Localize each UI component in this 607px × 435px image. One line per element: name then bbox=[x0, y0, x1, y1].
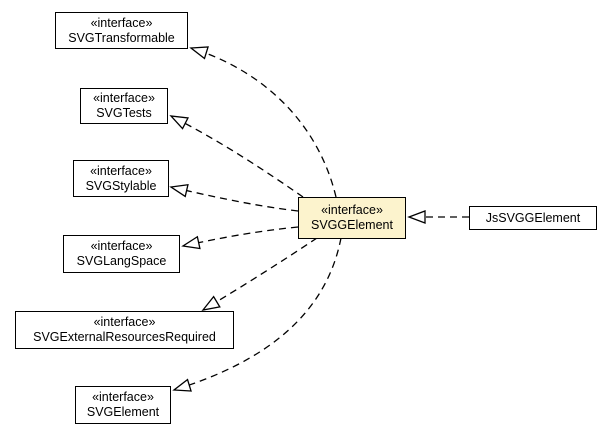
node-name: JsSVGGElement bbox=[485, 210, 581, 225]
node-svgtransformable[interactable]: «interface» SVGTransformable bbox=[55, 12, 188, 49]
node-stereotype: «interface» bbox=[321, 203, 383, 217]
node-svglangspace[interactable]: «interface» SVGLangSpace bbox=[63, 235, 180, 273]
node-jssvggelement[interactable]: JsSVGGElement bbox=[469, 206, 597, 230]
node-stereotype: «interface» bbox=[90, 239, 153, 253]
edge-svggelement-to-svgstylable bbox=[169, 183, 299, 212]
edge-svggelement-to-svgtests bbox=[169, 115, 304, 198]
node-name: SVGExternalResourcesRequired bbox=[33, 330, 216, 344]
node-stereotype: «interface» bbox=[90, 163, 152, 178]
edge-svggelement-to-svgelement bbox=[172, 237, 342, 392]
node-stereotype: «interface» bbox=[92, 390, 154, 404]
node-svgelement[interactable]: «interface» SVGElement bbox=[75, 386, 171, 424]
node-svgstylable[interactable]: «interface» SVGStylable bbox=[73, 160, 169, 197]
node-name: SVGGElement bbox=[311, 218, 393, 232]
node-name: SVGTests bbox=[96, 106, 152, 120]
node-stereotype: «interface» bbox=[90, 15, 153, 30]
node-name: SVGTransformable bbox=[68, 30, 175, 45]
node-svgexternalresourcesrequired[interactable]: «interface» SVGExternalResourcesRequired bbox=[15, 311, 234, 349]
node-name: SVGLangSpace bbox=[76, 254, 167, 268]
node-svggelement-highlighted[interactable]: «interface» SVGGElement bbox=[298, 197, 406, 239]
node-name: SVGElement bbox=[86, 405, 160, 419]
edge-svggelement-to-svgtransformable bbox=[189, 46, 337, 198]
node-stereotype: «interface» bbox=[93, 91, 155, 105]
node-name: SVGStylable bbox=[85, 178, 157, 193]
edge-svggelement-to-svglangspace bbox=[181, 226, 299, 250]
edge-svggelement-to-svgexternalresourcesrequired bbox=[201, 237, 318, 311]
node-svgtests[interactable]: «interface» SVGTests bbox=[80, 88, 168, 124]
node-stereotype: «interface» bbox=[93, 315, 156, 329]
